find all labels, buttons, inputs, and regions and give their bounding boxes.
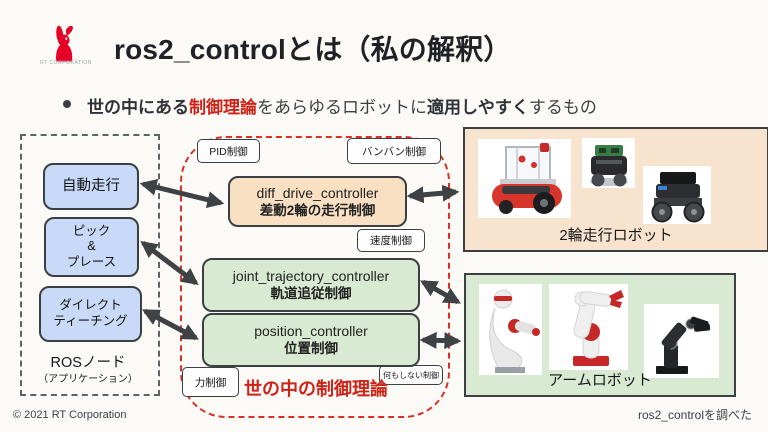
controller-diff-drive: diff_drive_controller 差動2輪の走行制御 bbox=[228, 176, 407, 227]
node-pick-and-place: ピック & プレース bbox=[44, 217, 139, 277]
bullet-part3: をあらゆるロボットに bbox=[257, 98, 427, 117]
tag-force-control: 力制御 bbox=[182, 367, 239, 397]
arm-robot-panel: アームロボット bbox=[464, 273, 736, 397]
controller-diff-drive-desc: 差動2輪の走行制御 bbox=[259, 202, 376, 218]
bullet-part4: 適用しやすく bbox=[427, 98, 529, 117]
bullet-part2-highlight: 制御理論 bbox=[189, 98, 257, 117]
control-theory-caption: 世の中の制御理論 bbox=[244, 379, 388, 399]
rt-corporation-logo-icon bbox=[49, 24, 79, 68]
robot-photo-white-humanoid bbox=[479, 284, 542, 375]
ros-node-caption: ROSノード bbox=[50, 355, 126, 371]
controller-diff-drive-name: diff_drive_controller bbox=[256, 184, 379, 201]
logo-caption: RT CORPORATION bbox=[40, 60, 92, 66]
tag-velocity-control: 速度制御 bbox=[357, 229, 425, 252]
controller-position-name: position_controller bbox=[254, 323, 368, 340]
two-wheel-robot-panel: 2輪走行ロボット bbox=[463, 127, 768, 252]
tag-bang-bang-control: バンバン制御 bbox=[347, 138, 441, 164]
robot-photo-mini-black bbox=[582, 138, 635, 188]
controller-joint-trajectory-desc: 軌道追従制御 bbox=[270, 286, 352, 302]
robot-photo-black-arm bbox=[644, 304, 719, 378]
bullet-dot bbox=[63, 100, 71, 108]
tag-do-nothing-control: 何もしない制御 bbox=[379, 365, 443, 385]
robot-photo-red-wheeled bbox=[478, 139, 571, 218]
robot-photo-white-arm bbox=[549, 284, 628, 370]
footer-note: ros2_controlを調べた bbox=[637, 408, 752, 422]
node-autonomous-driving: 自動走行 bbox=[43, 163, 139, 210]
controller-joint-trajectory: joint_trajectory_controller 軌道追従制御 bbox=[202, 258, 420, 312]
controller-position: position_controller 位置制御 bbox=[202, 313, 420, 367]
copyright-text: © 2021 RT Corporation bbox=[13, 409, 127, 421]
arm-robot-label: アームロボット bbox=[548, 372, 652, 389]
controller-position-desc: 位置制御 bbox=[284, 341, 338, 357]
page-title: ros2_controlとは（私の解釈） bbox=[114, 34, 512, 65]
bullet-text: 世の中にある制御理論をあらゆるロボットに適用しやすくするもの bbox=[87, 93, 597, 118]
two-wheel-robot-label: 2輪走行ロボット bbox=[559, 227, 673, 244]
ros-node-caption-sub: （アプリケーション） bbox=[38, 374, 138, 385]
controller-joint-trajectory-name: joint_trajectory_controller bbox=[232, 268, 390, 285]
node-direct-teaching: ダイレクト ティーチング bbox=[39, 286, 142, 342]
robot-photo-black-wheeled bbox=[643, 166, 711, 224]
bullet-part1: 世の中にある bbox=[87, 98, 189, 117]
tag-pid-control: PID制御 bbox=[197, 139, 260, 163]
bullet-part5: するもの bbox=[528, 98, 597, 117]
